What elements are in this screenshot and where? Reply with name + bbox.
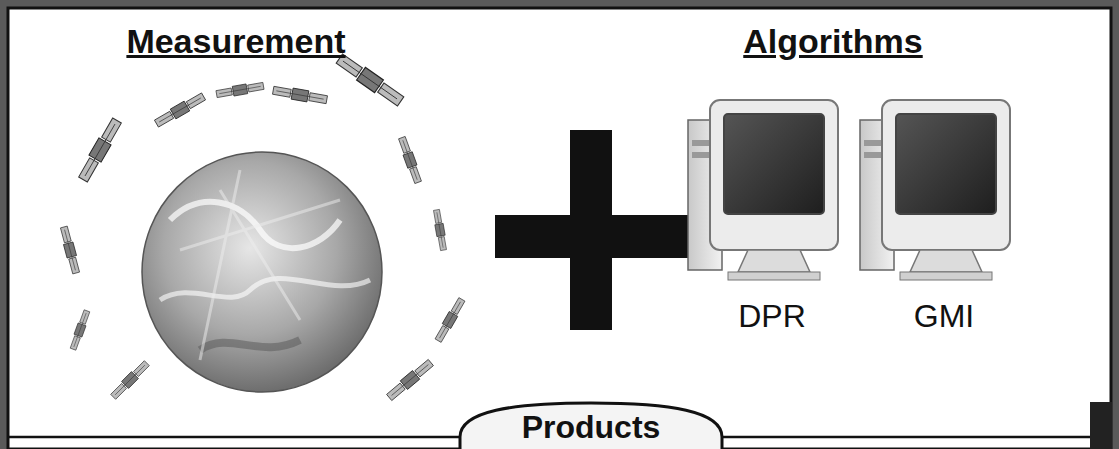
section-heading: Measurement bbox=[126, 22, 345, 61]
products-tab: Products bbox=[460, 403, 722, 449]
section-heading: Algorithms bbox=[743, 22, 922, 61]
algorithm-label: DPR bbox=[738, 298, 806, 335]
algorithm-label: GMI bbox=[914, 298, 974, 335]
tab-shape bbox=[460, 403, 722, 449]
node-text: Products bbox=[460, 409, 722, 445]
